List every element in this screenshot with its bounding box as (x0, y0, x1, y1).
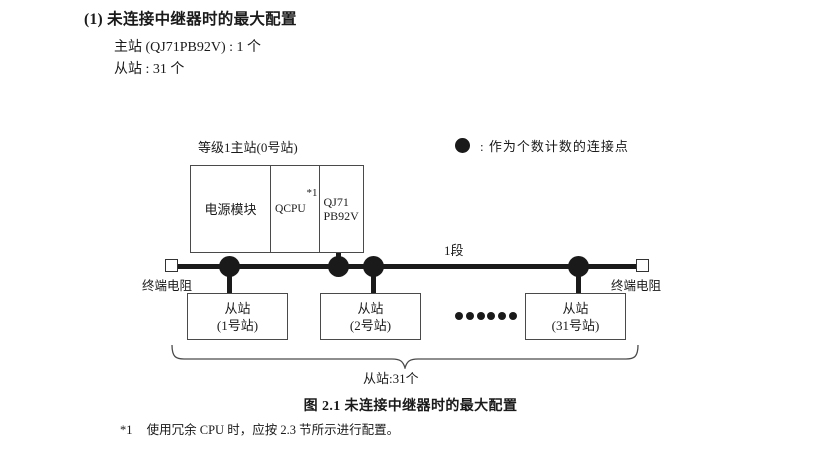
terminator-right-label: 终端电阻 (611, 279, 662, 293)
slave-drop-stem-2 (371, 266, 376, 296)
master-rack-label: 等级1主站(0号站) (198, 140, 298, 155)
master-module-rack: 电源模块 QCPU *1 QJ71 PB92V (190, 165, 364, 253)
slave-station-name-31: 从站 (562, 300, 589, 316)
footnote-text: 使用冗余 CPU 时，应按 2.3 节所示进行配置。 (146, 423, 400, 437)
section-number: (1) (84, 11, 103, 28)
ellipsis-dots-icon (455, 312, 517, 320)
power-supply-module-label: 电源模块 (204, 201, 257, 217)
power-supply-module: 电源模块 (191, 166, 270, 252)
cpu-footnote-marker: *1 (306, 187, 318, 199)
legend: : 作为个数计数的连接点 (455, 136, 629, 155)
slave-drop-stem-31 (576, 266, 581, 296)
cpu-module: QCPU *1 (270, 166, 318, 252)
terminator-left-icon (165, 259, 178, 272)
terminator-right-icon (636, 259, 649, 272)
profibus-master-module: QJ71 PB92V (318, 166, 364, 252)
slave-station-number-31: (31号站) (551, 317, 600, 333)
slave-station-box-1: 从站 (1号站) (187, 293, 288, 340)
footnote-marker: *1 (120, 423, 133, 437)
filled-circle-icon (455, 138, 470, 153)
section-title: 未连接中继器时的最大配置 (107, 11, 297, 28)
slave-count-label: 从站:31个 (363, 371, 419, 386)
cpu-module-label: QCPU (275, 202, 306, 215)
slave-station-box-31: 从站 (31号站) (525, 293, 626, 340)
legend-text: : 作为个数计数的连接点 (480, 136, 629, 155)
spec-slave-station: 从站 : 31 个 (114, 62, 185, 77)
heading-block: (1) 未连接中继器时的最大配置 主站 (QJ71PB92V) : 1 个 从站… (84, 10, 704, 81)
connection-point-dot-master (328, 256, 349, 277)
slave-drop-stem-1 (227, 266, 232, 296)
page-title: (1) 未连接中继器时的最大配置 (84, 10, 704, 30)
slave-count-brace (170, 345, 640, 369)
bus-trunk-line (176, 264, 644, 269)
profibus-master-module-label: QJ71 PB92V (324, 195, 359, 223)
legend-description: 作为个数计数的连接点 (488, 139, 629, 154)
legend-separator: : (480, 139, 485, 154)
segment-label: 1段 (444, 243, 464, 258)
profibus-module-line2: PB92V (323, 209, 359, 223)
figure-caption: 图 2.1 未连接中继器时的最大配置 (303, 399, 518, 414)
slave-station-number-2: (2号站) (349, 317, 392, 333)
profibus-module-line1: QJ71 (323, 195, 349, 209)
slave-station-name-1: 从站 (224, 300, 251, 316)
terminator-left-label: 终端电阻 (142, 279, 193, 293)
slave-station-box-2: 从站 (2号站) (320, 293, 421, 340)
slave-station-name-2: 从站 (357, 300, 384, 316)
spec-master-station: 主站 (QJ71PB92V) : 1 个 (114, 40, 262, 55)
slave-station-number-1: (1号站) (216, 317, 259, 333)
footnote: *1 使用冗余 CPU 时，应按 2.3 节所示进行配置。 (120, 419, 399, 438)
